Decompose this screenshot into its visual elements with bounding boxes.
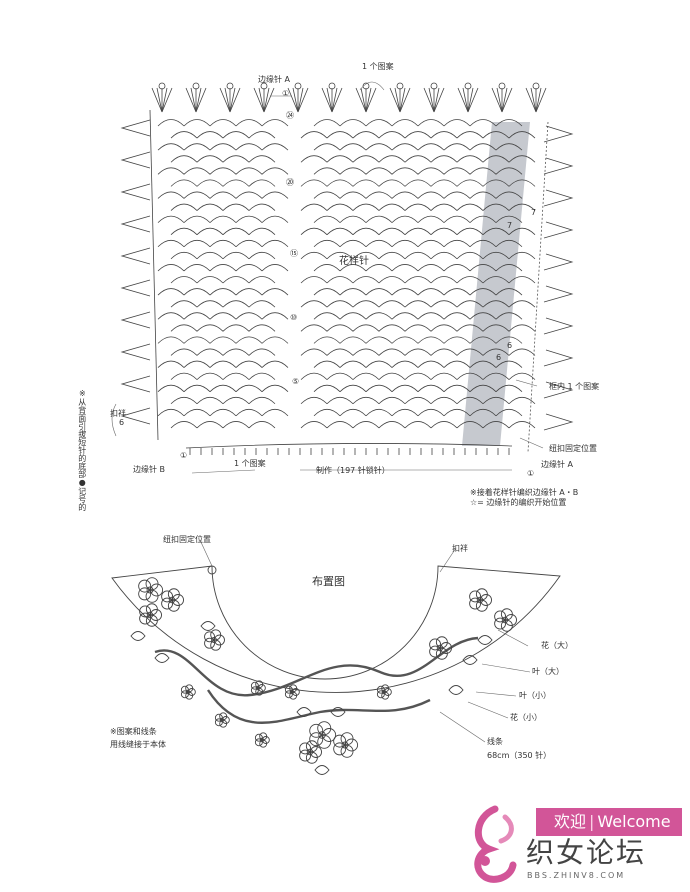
site-url: BBS.ZHINV8.COM: [527, 871, 626, 880]
row-b1-label: ①: [180, 451, 188, 460]
welcome-en: Welcome: [597, 812, 671, 831]
leaf-large-label: 叶（大）: [532, 667, 564, 676]
layout-title: 布置图: [312, 575, 345, 588]
flower-small-label: 花（小）: [510, 713, 542, 722]
row-a1-label: ①: [527, 469, 535, 478]
forum-logo-icon: [474, 805, 517, 883]
welcome-banner: 欢迎|Welcome: [536, 808, 682, 836]
repeat-top-label: 1 个图案: [362, 62, 394, 71]
repeat-bottom-label: 1 个图案: [234, 459, 266, 468]
edge-b-label: 边缘针 B: [133, 465, 166, 474]
sew-note-1: ※图案和线条: [110, 727, 157, 736]
gray-num-3: 6: [507, 341, 513, 350]
buttonhole-length: 6: [119, 418, 125, 427]
sew-note-2: 用线缝接于本体: [110, 740, 166, 749]
row-5-label: ⑤: [292, 377, 300, 386]
chain-note: 制作（197 针锁针）: [316, 466, 390, 475]
layout-buttonhole-label: 扣袢: [452, 544, 468, 553]
layout-diagram: [111, 565, 561, 775]
flower-large-label: 花（大）: [541, 641, 573, 650]
site-name: 织女论坛: [526, 836, 647, 869]
edge-stitches: [120, 82, 574, 431]
note-1: ※接着花样针编织边缘针 A・B: [470, 488, 579, 497]
button-pos-label: 纽扣固定位置: [549, 444, 597, 453]
stitch-mesh: [149, 109, 549, 455]
cord-label: 线条: [487, 737, 503, 746]
row-24-label: ㉔: [286, 111, 294, 120]
edge-a-right-label: 边缘针 A: [541, 460, 574, 469]
gray-repeat-band: [462, 122, 530, 446]
row-20-label: ⑳: [286, 178, 294, 187]
pattern-name: 花样针: [339, 256, 369, 267]
layout-button-pos-label: 纽扣固定位置: [163, 535, 211, 544]
edge-a-label: 边缘针 A: [258, 75, 291, 84]
box-repeat-label: 框内 1 个图案: [549, 382, 600, 391]
cord-length-label: 68cm（350 针）: [487, 751, 552, 760]
side-note: ※从背面引拔短针的底部●记号的: [77, 389, 87, 511]
buttonhole-label: 扣袢: [110, 409, 126, 418]
gray-num-4: 6: [496, 353, 502, 362]
gray-num-1: 7: [531, 208, 537, 217]
row-15-label: ⑮: [290, 249, 298, 258]
note-2: ☆= 边缘针的编织开始位置: [470, 498, 567, 507]
leaf-small-label: 叶（小）: [519, 691, 551, 700]
gray-num-2: 7: [507, 221, 513, 230]
leader-lines: [111, 81, 544, 743]
row-c1-label: ①: [282, 89, 290, 98]
welcome-cn: 欢迎: [554, 812, 587, 831]
row-10-label: ⑩: [290, 313, 298, 322]
